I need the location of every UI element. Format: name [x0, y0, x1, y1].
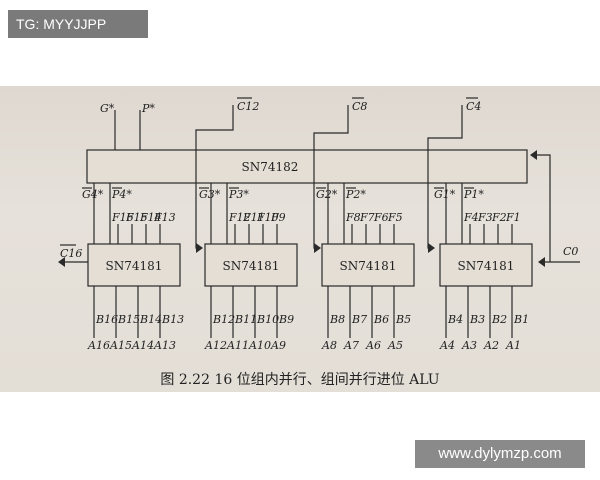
b-pin-label: B10 [256, 313, 279, 326]
a-pin-label: A13 [153, 339, 176, 352]
b-pin-label: B15 [117, 313, 140, 326]
lookahead-chip-box [86, 149, 528, 184]
a-pin-label: A3 [461, 339, 477, 352]
c12-label: C12 [237, 100, 259, 113]
a-pin-label: A12 [204, 339, 227, 352]
a-pin-label: A1 [505, 339, 521, 352]
c16-label: C16 [60, 247, 82, 260]
p-star-label: P* [141, 102, 155, 115]
b-pin-label: B16 [95, 313, 118, 326]
b-pin-label: B7 [351, 313, 367, 326]
g-star-label: G* [100, 102, 115, 115]
b-pin-label: B11 [234, 313, 257, 326]
a-pin-label: A16 [87, 339, 110, 352]
alu-chip-label: SN74181 [223, 259, 280, 273]
p-group-label: P4* [111, 188, 132, 201]
a-pin-label: A14 [131, 339, 154, 352]
c4-arrow [428, 243, 435, 253]
watermark-bottom-right: www.dylymzp.com [415, 440, 585, 468]
f-pin-label: F15 [125, 211, 148, 224]
a-pin-label: A6 [365, 339, 381, 352]
f-pin-label: F10 [256, 211, 279, 224]
b-pin-label: B8 [329, 313, 345, 326]
f-pin-label: F13 [153, 211, 176, 224]
b-pin-label: B14 [139, 313, 162, 326]
watermark-top-left: TG: MYYJJPP [8, 10, 148, 38]
photo-background [0, 86, 600, 392]
alu-chip-box [439, 243, 533, 287]
a-pin-label: A10 [248, 339, 271, 352]
c12-arrow [196, 243, 203, 253]
g-group-label: G4* [82, 188, 104, 201]
c4-label: C4 [466, 100, 481, 113]
b-pin-label: B1 [513, 313, 529, 326]
b-pin-label: B12 [212, 313, 235, 326]
c8-arrow [314, 243, 321, 253]
f-pin-label: F3 [477, 211, 493, 224]
c0-arrow [538, 257, 545, 267]
a-pin-label: A4 [439, 339, 455, 352]
f-pin-label: F1 [505, 211, 521, 224]
a-pin-label: A5 [387, 339, 403, 352]
f-pin-label: F5 [387, 211, 403, 224]
a-pin-label: A11 [226, 339, 249, 352]
g-group-label: G1* [434, 188, 456, 201]
lookahead-chip-label: SN74182 [242, 160, 299, 174]
f-pin-label: F12 [228, 211, 251, 224]
alu-chip-label: SN74181 [106, 259, 163, 273]
b-pin-label: B5 [395, 313, 411, 326]
p-group-label: P3* [228, 188, 249, 201]
c8-label: C8 [352, 100, 367, 113]
g-group-label: G2* [316, 188, 338, 201]
a-pin-label: A15 [109, 339, 132, 352]
b-pin-label: B9 [278, 313, 294, 326]
f-pin-label: F9 [270, 211, 286, 224]
alu-chip-label: SN74181 [340, 259, 397, 273]
alu-chip-box [204, 243, 298, 287]
f-pin-label: F2 [491, 211, 507, 224]
b-pin-label: B4 [447, 313, 463, 326]
p-group-label: P1* [463, 188, 484, 201]
alu-chip-box [87, 243, 181, 287]
a-pin-label: A7 [343, 339, 359, 352]
p-group-label: P2* [345, 188, 366, 201]
f-pin-label: F8 [345, 211, 361, 224]
a-pin-label: A9 [270, 339, 286, 352]
c0-to-lookahead [532, 154, 551, 262]
c16-arrow [58, 257, 65, 267]
f-pin-label: F6 [373, 211, 389, 224]
g-group-label: G3* [199, 188, 221, 201]
alu-chip-box [321, 243, 415, 287]
a-pin-label: A2 [483, 339, 499, 352]
b-pin-label: B3 [469, 313, 485, 326]
b-pin-label: B2 [491, 313, 507, 326]
figure-caption: 图 2.22 16 位组内并行、组间并行进位 ALU [160, 372, 439, 388]
f-pin-label: F14 [139, 211, 162, 224]
a-pin-label: A8 [321, 339, 337, 352]
c0-label: C0 [563, 245, 578, 258]
f-pin-label: F11 [242, 211, 265, 224]
f-pin-label: F4 [463, 211, 479, 224]
b-pin-label: B13 [161, 313, 184, 326]
alu-chip-label: SN74181 [458, 259, 515, 273]
b-pin-label: B6 [373, 313, 389, 326]
f-pin-label: F7 [359, 211, 375, 224]
c0-lookahead-arrow [530, 150, 537, 160]
f-pin-label: F16 [111, 211, 134, 224]
